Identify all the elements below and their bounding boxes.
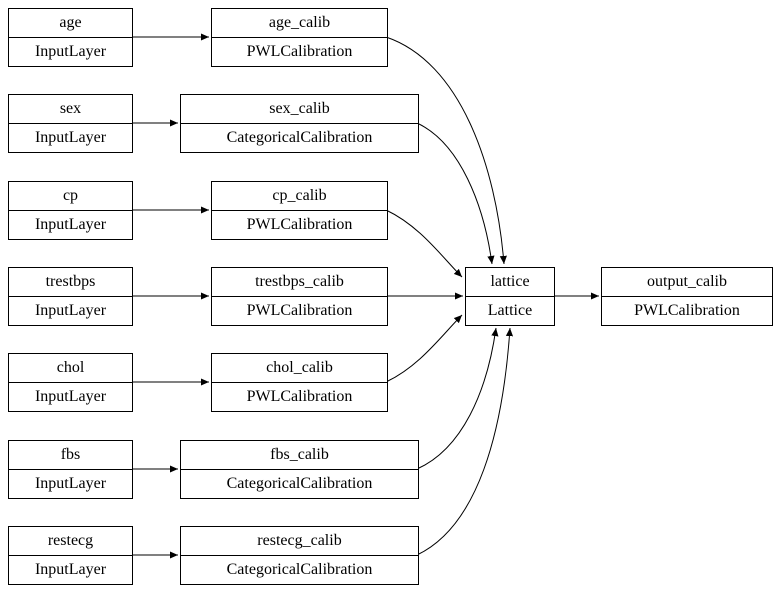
node-chol: chol InputLayer xyxy=(8,353,133,412)
node-sex_calib: sex_calib CategoricalCalibration xyxy=(180,94,419,153)
node-age-title: age xyxy=(9,9,132,38)
edge-age_calib-to-lattice xyxy=(385,36,507,265)
node-chol_calib: chol_calib PWLCalibration xyxy=(211,353,388,412)
node-restecg-title: restecg xyxy=(9,527,132,556)
node-cp-type: InputLayer xyxy=(34,216,107,233)
node-sex_calib-type: CategoricalCalibration xyxy=(226,129,373,146)
node-cp_calib-type: PWLCalibration xyxy=(246,216,353,233)
node-age: age InputLayer xyxy=(8,8,133,67)
edge-chol_calib-to-lattice xyxy=(385,314,463,383)
node-fbs-title: fbs xyxy=(9,441,132,470)
node-restecg: restecg InputLayer xyxy=(8,526,133,585)
node-output_calib: output_calib PWLCalibration xyxy=(601,267,773,326)
node-chol_calib-title: chol_calib xyxy=(212,354,387,383)
node-cp_calib-title: cp_calib xyxy=(212,182,387,211)
node-age_calib-type: PWLCalibration xyxy=(246,43,353,60)
edge-sex_calib-to-lattice xyxy=(416,122,495,265)
node-lattice-title: lattice xyxy=(466,268,554,297)
node-chol_calib-type: PWLCalibration xyxy=(246,388,353,405)
node-cp_calib: cp_calib PWLCalibration xyxy=(211,181,388,240)
node-restecg_calib-title: restecg_calib xyxy=(181,527,418,556)
node-output_calib-title: output_calib xyxy=(602,268,772,297)
node-trestbps_calib-title: trestbps_calib xyxy=(212,268,387,297)
node-restecg_calib-type: CategoricalCalibration xyxy=(226,561,373,578)
node-restecg_calib: restecg_calib CategoricalCalibration xyxy=(180,526,419,585)
node-trestbps-title: trestbps xyxy=(9,268,132,297)
node-chol-title: chol xyxy=(9,354,132,383)
edge-restecg_calib-to-lattice xyxy=(416,327,514,556)
node-chol-type: InputLayer xyxy=(34,388,107,405)
node-trestbps_calib: trestbps_calib PWLCalibration xyxy=(211,267,388,326)
edge-cp_calib-to-lattice xyxy=(385,209,463,278)
node-trestbps: trestbps InputLayer xyxy=(8,267,133,326)
edge-fbs_calib-to-lattice xyxy=(416,327,499,470)
node-sex_calib-title: sex_calib xyxy=(181,95,418,124)
node-age_calib: age_calib PWLCalibration xyxy=(211,8,388,67)
node-fbs: fbs InputLayer xyxy=(8,440,133,499)
node-sex-title: sex xyxy=(9,95,132,124)
node-trestbps_calib-type: PWLCalibration xyxy=(246,302,353,319)
node-sex: sex InputLayer xyxy=(8,94,133,153)
node-cp-title: cp xyxy=(9,182,132,211)
node-fbs_calib: fbs_calib CategoricalCalibration xyxy=(180,440,419,499)
node-trestbps-type: InputLayer xyxy=(34,302,107,319)
node-age_calib-title: age_calib xyxy=(212,9,387,38)
node-age-type: InputLayer xyxy=(34,43,107,60)
node-lattice: lattice Lattice xyxy=(465,267,555,326)
node-fbs_calib-title: fbs_calib xyxy=(181,441,418,470)
node-restecg-type: InputLayer xyxy=(34,561,107,578)
node-cp: cp InputLayer xyxy=(8,181,133,240)
node-fbs_calib-type: CategoricalCalibration xyxy=(226,475,373,492)
node-sex-type: InputLayer xyxy=(34,129,107,146)
node-lattice-type: Lattice xyxy=(487,302,533,319)
node-output_calib-type: PWLCalibration xyxy=(634,302,740,319)
node-fbs-type: InputLayer xyxy=(34,475,107,492)
